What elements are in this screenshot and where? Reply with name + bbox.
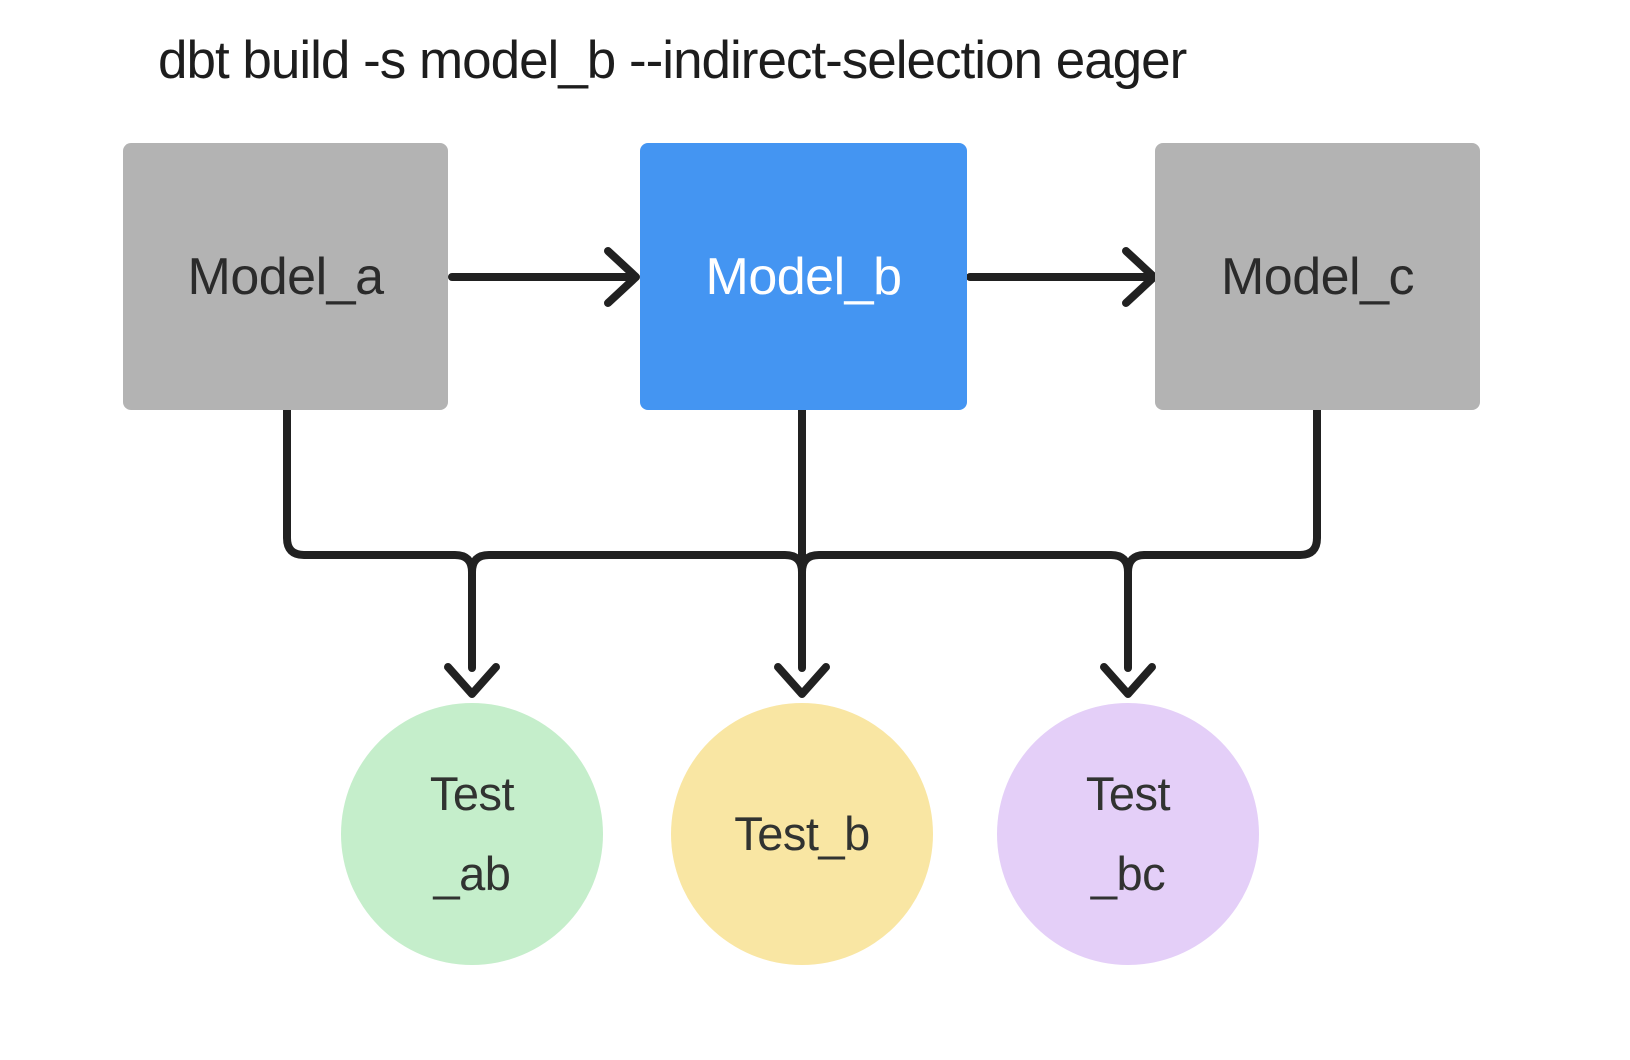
test-bc-node: Test _bc bbox=[997, 703, 1259, 965]
model-b-node: Model_b bbox=[640, 143, 967, 410]
test-ab-label-line2: _ab bbox=[433, 847, 511, 900]
model-a-node: Model_a bbox=[123, 143, 448, 410]
test-b-node: Test_b bbox=[671, 703, 933, 965]
model-a-label: Model_a bbox=[187, 247, 384, 306]
edge-model-a-to-model-b-arrowhead-icon bbox=[604, 247, 640, 307]
edge-test-ab-arrowhead-icon bbox=[444, 663, 500, 698]
edge-test-bc-arrowhead-icon bbox=[1100, 663, 1156, 698]
model-c-label: Model_c bbox=[1220, 247, 1415, 306]
test-b-label-line1: Test_b bbox=[734, 807, 870, 861]
edge-model-b-to-model-c-arrowhead-icon bbox=[1122, 247, 1158, 307]
test-bc-label-line1: Test bbox=[1085, 767, 1171, 821]
test-bc-label-line2: _bc bbox=[1090, 847, 1166, 900]
test-ab-label-line1: Test bbox=[429, 767, 515, 821]
edge-model-c-descent bbox=[1124, 406, 1321, 576]
model-c-node: Model_c bbox=[1155, 143, 1480, 410]
edge-model-a-descent bbox=[283, 406, 476, 672]
edge-test-b-arrowhead-icon bbox=[774, 663, 830, 698]
model-b-label: Model_b bbox=[705, 247, 902, 306]
test-ab-node: Test _ab bbox=[341, 703, 603, 965]
diagram-title: dbt build -s model_b --indirect-selectio… bbox=[158, 31, 1187, 90]
edge-rail-left bbox=[468, 551, 806, 576]
edge-rail-right bbox=[798, 551, 1132, 576]
